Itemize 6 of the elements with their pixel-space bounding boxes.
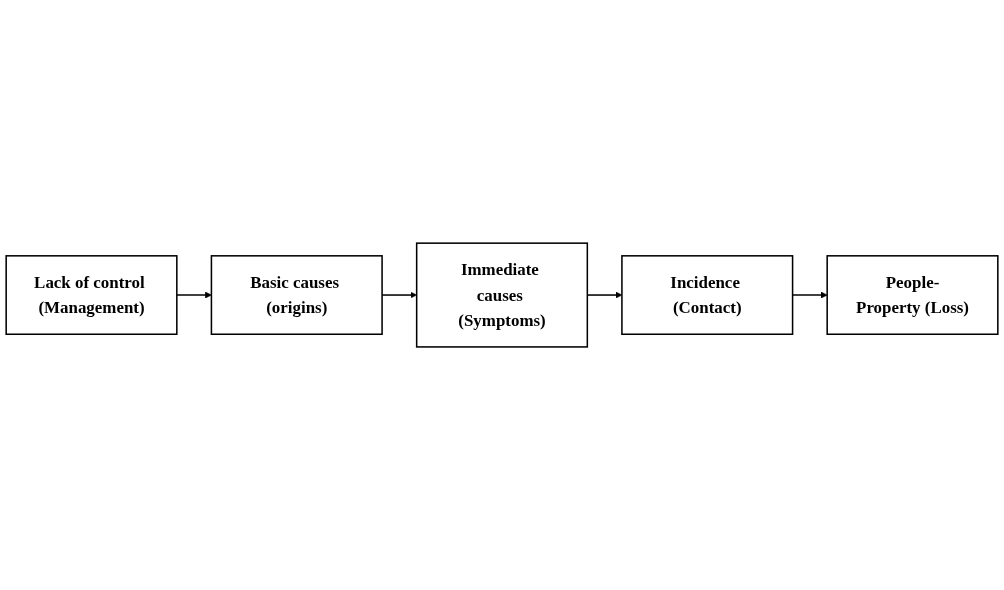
node-box: Basic causes (origins) — [210, 255, 383, 335]
node-box: People-Property (Loss) — [826, 255, 999, 335]
node-box: Lack of control (Management) — [5, 255, 178, 335]
node-box: Immediate causes (Symptoms) — [415, 242, 589, 348]
arrow — [176, 291, 212, 299]
node-box: Incidence (Contact) — [621, 255, 794, 335]
